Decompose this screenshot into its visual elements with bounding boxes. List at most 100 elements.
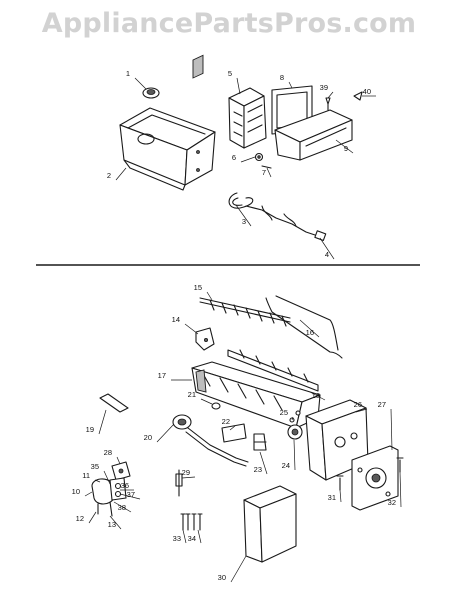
- callout-leader: [229, 425, 236, 431]
- callout-number: 36: [121, 481, 129, 490]
- part-5-housing: [228, 87, 267, 149]
- part-14-bracket: [195, 327, 215, 351]
- callout-number: 40: [363, 87, 371, 96]
- callout-leader: [181, 476, 196, 479]
- part-3-harness: [228, 192, 319, 237]
- callout-9: 9: [335, 139, 354, 154]
- callout-number: 24: [282, 461, 290, 470]
- callout-8: 8: [280, 73, 293, 89]
- callout-12: 12: [76, 511, 97, 524]
- part-4-connector: [314, 230, 327, 242]
- callout-13: 13: [108, 515, 122, 530]
- callout-leader: [288, 81, 293, 89]
- callout-number: 14: [172, 315, 180, 324]
- callout-20: 20: [144, 423, 175, 443]
- callout-29: 29: [181, 468, 196, 479]
- callout-leader: [98, 409, 107, 435]
- callout-number: 8: [280, 73, 284, 82]
- callout-leader: [299, 319, 320, 338]
- callout-23: 23: [254, 451, 268, 475]
- callout-30: 30: [218, 555, 247, 583]
- callout-number: 16: [306, 328, 314, 337]
- callout-leader: [266, 167, 272, 178]
- callout-leader: [390, 408, 393, 451]
- callout-number: 29: [182, 468, 190, 477]
- callout-number: 7: [262, 168, 266, 177]
- callout-6: 6: [232, 153, 256, 163]
- callout-21: 21: [188, 390, 213, 405]
- callout-number: 2: [107, 171, 111, 180]
- callout-leader: [319, 237, 335, 260]
- callout-22: 22: [222, 417, 236, 431]
- part-24-gear: [287, 424, 303, 440]
- part-23-bracket: [253, 433, 267, 451]
- callout-leader: [109, 515, 122, 530]
- callout-36: 36: [120, 481, 134, 491]
- callout-26: 26: [354, 400, 368, 413]
- callout-leader: [335, 139, 354, 154]
- callout-leader: [116, 456, 121, 465]
- callout-34: 34: [188, 529, 202, 544]
- part-16-cover: [265, 295, 343, 359]
- callout-leader: [113, 501, 132, 513]
- callout-leader: [182, 529, 187, 544]
- callout-number: 23: [254, 465, 262, 474]
- callout-28: 28: [104, 448, 121, 465]
- part-19-heater: [99, 393, 129, 413]
- callout-number: 32: [388, 498, 396, 507]
- callout-number: 17: [158, 371, 166, 380]
- callout-27: 27: [378, 400, 393, 451]
- callout-19: 19: [86, 409, 107, 435]
- callout-leader: [259, 451, 268, 475]
- callout-leader: [103, 470, 111, 485]
- callout-number: 31: [328, 493, 336, 502]
- watermark-text: AppliancePartsPros.com: [41, 8, 417, 39]
- callout-32: 32: [388, 471, 402, 508]
- callout-2: 2: [107, 167, 127, 181]
- callout-leader: [309, 391, 326, 401]
- callout-number: 18: [312, 391, 320, 400]
- callout-number: 12: [76, 514, 84, 523]
- callout-number: 35: [91, 462, 99, 471]
- callout-number: 4: [325, 250, 329, 259]
- callout-leader: [230, 555, 247, 583]
- callout-number: 9: [344, 144, 348, 153]
- part-15-ejector: [199, 297, 291, 327]
- callout-leader: [240, 156, 256, 163]
- callout-leader: [134, 77, 147, 90]
- part-22-switch: [221, 423, 247, 443]
- callout-number: 34: [188, 534, 196, 543]
- callout-17: 17: [158, 371, 192, 381]
- callout-leader: [119, 493, 141, 500]
- part-30-cover: [243, 485, 297, 563]
- callout-leader: [197, 529, 202, 544]
- callout-40: 40: [362, 87, 376, 97]
- callout-leader: [235, 204, 252, 227]
- callout-number: 10: [72, 487, 80, 496]
- callout-number: 1: [126, 69, 130, 78]
- callout-leader: [399, 471, 402, 508]
- callout-number: 13: [108, 520, 116, 529]
- callout-leader: [291, 416, 294, 421]
- callout-11: 11: [82, 471, 101, 483]
- part-40-clip: [353, 91, 363, 101]
- callout-5: 5: [228, 69, 241, 95]
- callout-number: 3: [242, 217, 246, 226]
- callout-1: 1: [126, 69, 147, 90]
- callout-number: 21: [188, 390, 196, 399]
- callout-number: 15: [194, 283, 202, 292]
- part-9-chute: [274, 109, 353, 161]
- callout-14: 14: [172, 315, 199, 335]
- callout-leader: [339, 489, 342, 503]
- callout-number: 27: [378, 400, 386, 409]
- part-31-screw: [336, 475, 344, 491]
- callout-leader: [115, 167, 127, 181]
- part-17-mold: [191, 361, 321, 429]
- callout-3: 3: [235, 204, 252, 227]
- part-29-connector: [175, 469, 183, 497]
- callout-31: 31: [328, 489, 342, 503]
- callout-37: 37: [119, 490, 141, 500]
